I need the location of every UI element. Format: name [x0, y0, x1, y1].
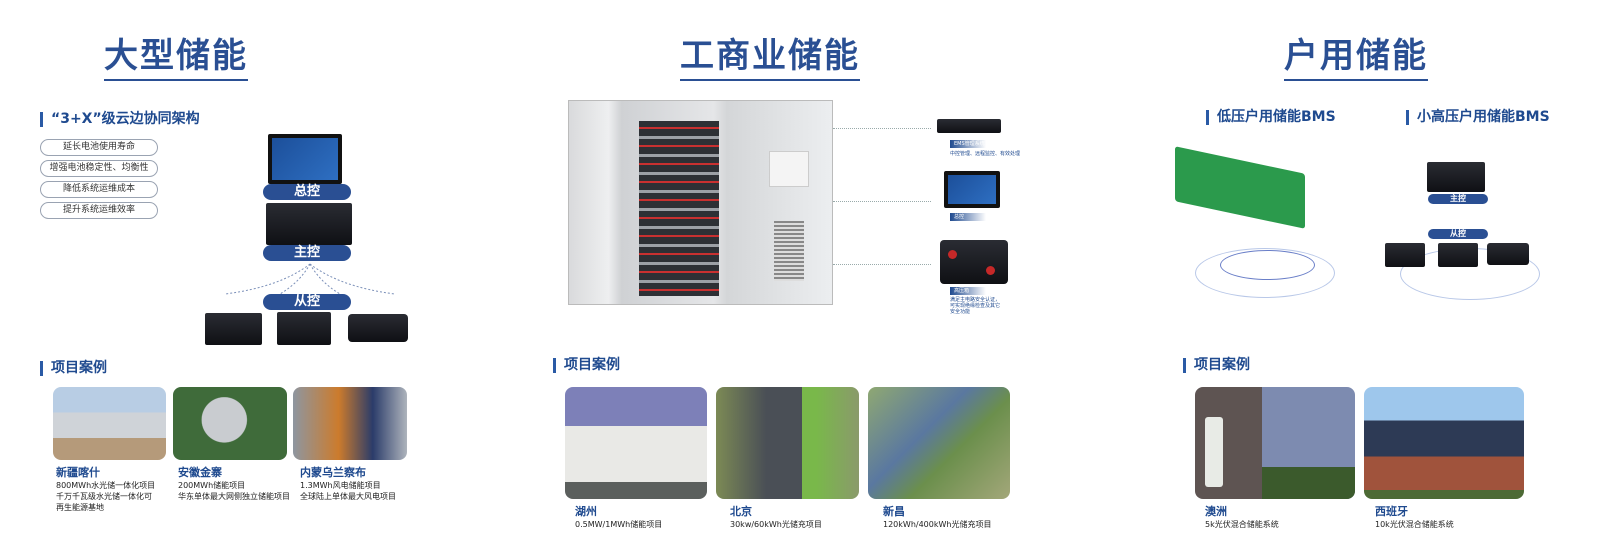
case-photo-huzhou — [565, 387, 707, 499]
high-voltage-box — [940, 240, 1008, 284]
slave-device — [205, 313, 262, 345]
callout-line — [833, 201, 931, 202]
high-voltage-bms-title: 小高压户用储能BMS — [1406, 110, 1550, 125]
master-control-label: 主控 — [263, 245, 351, 261]
slave-device — [348, 314, 408, 342]
component-desc: 中控管理、远程监控、有效处理 — [950, 151, 1021, 157]
cases-title: 项目案例 — [1183, 358, 1250, 373]
total-control-screen — [268, 134, 342, 184]
slave-device — [1438, 243, 1478, 267]
cabinet-image — [568, 100, 833, 305]
case-photo-xinchang — [868, 387, 1010, 499]
benefit-pill: 增强电池稳定性、均衡性 — [40, 160, 158, 177]
arch-title: “3+X”级云边协同架构 — [40, 112, 200, 127]
large-storage-title: 大型储能 — [104, 28, 248, 81]
case-photo-anhui — [173, 387, 287, 460]
bms-board — [1175, 146, 1305, 229]
cases-title: 项目案例 — [553, 358, 620, 373]
case-photo-xinjiang — [53, 387, 166, 460]
component-tag: 总控 — [950, 213, 986, 221]
case-photo-neimeng — [293, 387, 407, 460]
slave-device — [277, 312, 331, 345]
callout-line — [833, 128, 931, 129]
master-control-device — [266, 203, 352, 245]
master-device — [1427, 162, 1485, 192]
residential-storage-title: 户用储能 — [1284, 28, 1428, 81]
slave-device — [1385, 243, 1425, 267]
slave-device — [1487, 243, 1529, 265]
slave-label: 从控 — [1428, 229, 1488, 239]
total-control-screen — [944, 171, 1000, 208]
decor-ring — [1195, 248, 1335, 298]
decor-ring — [1220, 250, 1315, 280]
slave-control-label: 从控 — [263, 294, 351, 310]
component-tag: 高压箱 — [950, 287, 986, 295]
connection-arrows — [224, 263, 396, 295]
case-photo-spain — [1364, 387, 1524, 499]
case-photo-beijing — [716, 387, 859, 499]
benefit-pill: 降低系统运维成本 — [40, 181, 158, 198]
commercial-storage-title: 工商业储能 — [680, 28, 860, 81]
total-control-label: 总控 — [263, 184, 351, 200]
cases-title: 项目案例 — [40, 361, 107, 376]
callout-line — [833, 264, 931, 265]
component-desc: 满足主电路安全认证，可实现绝缘检查及其它安全功能 — [950, 297, 1001, 315]
low-voltage-bms-title: 低压户用储能BMS — [1206, 110, 1336, 125]
benefit-pill: 延长电池使用寿命 — [40, 139, 158, 156]
benefit-pill: 提升系统运维效率 — [40, 202, 158, 219]
case-photo-australia — [1195, 387, 1355, 499]
component-tag: EMS管理系统 — [950, 140, 986, 148]
master-label: 主控 — [1428, 194, 1488, 204]
ems-device — [937, 119, 1001, 133]
